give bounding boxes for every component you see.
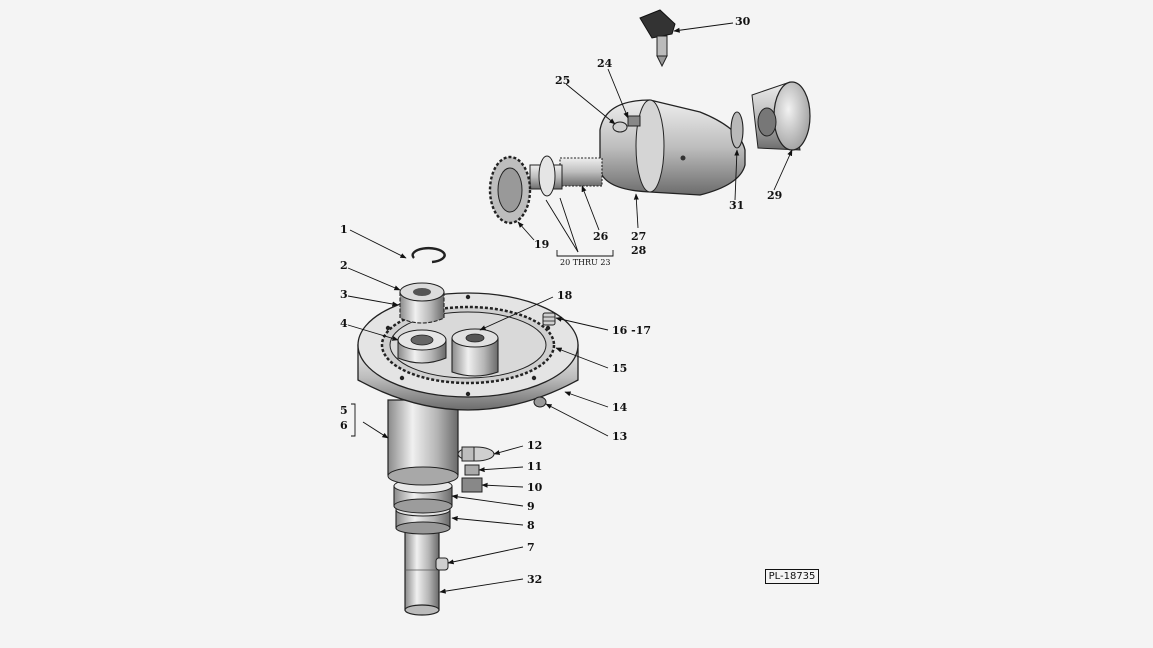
pinion-gear bbox=[399, 282, 445, 324]
callout-3: 3 bbox=[340, 288, 348, 301]
snap-ring bbox=[411, 246, 446, 264]
callout-25: 25 bbox=[555, 74, 570, 87]
callout-27: 27 bbox=[631, 230, 646, 243]
callout-32: 32 bbox=[527, 573, 542, 586]
callout-7: 7 bbox=[527, 541, 535, 554]
spring bbox=[542, 312, 556, 326]
callout-30: 30 bbox=[735, 15, 751, 28]
knob-screw bbox=[639, 9, 676, 68]
callout-10: 10 bbox=[527, 481, 543, 494]
pin bbox=[435, 557, 449, 571]
center-hub bbox=[451, 328, 499, 377]
callout-5: 5 bbox=[340, 404, 348, 417]
callout-28: 28 bbox=[631, 244, 647, 257]
callout-8: 8 bbox=[527, 519, 535, 532]
callout-15: 15 bbox=[612, 362, 627, 375]
leader-lines bbox=[347, 22, 793, 594]
callout-13: 13 bbox=[612, 430, 627, 443]
splined-shaft bbox=[529, 155, 603, 197]
output-shaft bbox=[404, 527, 440, 616]
pinion-bearing bbox=[397, 329, 447, 364]
seal-ring bbox=[730, 111, 744, 149]
end-flange bbox=[751, 81, 811, 151]
callout-labels: 1 2 3 4 5 6 7 8 9 10 11 12 13 14 15 16 -… bbox=[340, 15, 782, 586]
housing-neck bbox=[387, 399, 459, 486]
callout-24: 24 bbox=[597, 57, 613, 70]
callout-12: 12 bbox=[527, 439, 542, 452]
callout-2: 2 bbox=[340, 259, 348, 272]
main-housing bbox=[599, 99, 746, 196]
callout-29: 29 bbox=[767, 189, 782, 202]
bearing-stack bbox=[393, 478, 453, 535]
bevel-gear bbox=[488, 155, 532, 225]
part-number-box: PL-18735 bbox=[765, 569, 819, 584]
callout-11: 11 bbox=[527, 460, 542, 473]
callout-26: 26 bbox=[593, 230, 609, 243]
set-screws bbox=[612, 115, 641, 133]
callout-16-17: 16 -17 bbox=[612, 324, 651, 337]
callout-1: 1 bbox=[340, 223, 348, 236]
callout-18: 18 bbox=[557, 289, 573, 302]
callout-31: 31 bbox=[729, 199, 744, 212]
callout-6: 6 bbox=[340, 419, 348, 432]
callout-9: 9 bbox=[527, 500, 535, 513]
callout-14: 14 bbox=[612, 401, 628, 414]
callout-19: 19 bbox=[534, 238, 549, 251]
callout-4: 4 bbox=[340, 317, 348, 330]
bracket-label-20-thru-23: 20 THRU 23 bbox=[560, 258, 611, 267]
